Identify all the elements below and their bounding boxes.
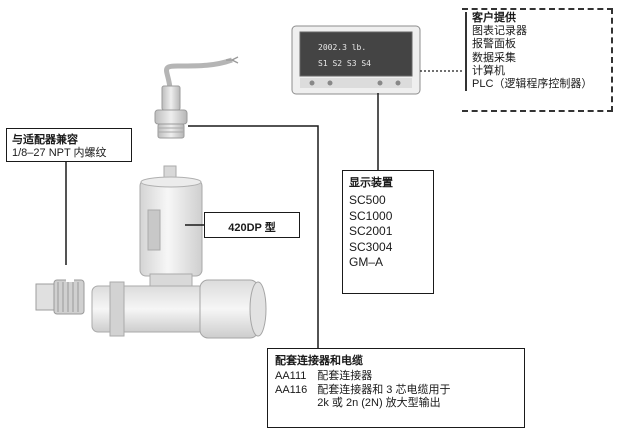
customer-item: 报警面板 [465, 38, 592, 52]
cable-connector [154, 85, 188, 139]
sensor-cable [164, 57, 233, 89]
meter-reading-line2: S1 S2 S3 S4 [318, 59, 371, 68]
connector-cable-box: 配套连接器和电缆 AA111 配套连接器 AA116 配套连接器和 3 芯电缆用… [267, 348, 525, 428]
display-meter: 2002.3 lb. S1 S2 S3 S4 [291, 25, 421, 95]
adapter-compat-box: 与适配器兼容 1/8–27 NPT 内螺纹 [6, 128, 132, 162]
model-label-box: 420DP 型 [204, 212, 300, 238]
customer-item: PLC（逻辑程序控制器） [465, 78, 592, 92]
model-label: 420DP 型 [228, 222, 276, 234]
table-row: AA116 配套连接器和 3 芯电缆用于 2k 或 2n (2N) 放大型输出 [275, 384, 450, 411]
meter-reading-line1: 2002.3 lb. [318, 43, 366, 52]
display-device-item: SC3004 [349, 239, 393, 254]
display-device-item: SC1000 [349, 208, 393, 223]
display-device-item: SC500 [349, 193, 386, 207]
connector-cable-table: AA111 配套连接器 AA116 配套连接器和 3 芯电缆用于 2k 或 2n… [275, 370, 450, 411]
adapter-fitting [35, 262, 85, 315]
display-device-item: SC2001 [349, 224, 393, 238]
flow-pipe [91, 279, 267, 339]
adapter-compat-title: 与适配器兼容 [12, 134, 78, 146]
connector-cable-title: 配套连接器和电缆 [275, 355, 363, 367]
display-device-item: GM–A [349, 255, 384, 269]
display-devices-box: 显示装置 SC500 SC1000 SC2001 SC3004 GM–A [342, 170, 434, 294]
part-code: AA116 [275, 383, 308, 396]
part-desc-line1: 配套连接器和 3 芯电缆用于 [317, 383, 451, 396]
part-desc: 配套连接器 [317, 370, 373, 382]
display-devices-title: 显示装置 [349, 177, 393, 189]
part-desc: 配套连接器和 3 芯电缆用于 2k 或 2n (2N) 放大型输出 [317, 384, 450, 411]
customer-supplied-frame [462, 8, 613, 112]
table-row: AA111 配套连接器 [275, 370, 450, 384]
customer-supplied-title: 客户提供 [465, 12, 592, 26]
customer-item: 数据采集 [465, 51, 592, 65]
customer-supplied-list: 客户提供 图表记录器 报警面板 数据采集 计算机 PLC（逻辑程序控制器） [465, 12, 592, 92]
adapter-compat-text: 1/8–27 NPT 内螺纹 [12, 147, 107, 159]
line-connector-to-cable-box [188, 125, 319, 348]
part-code: AA111 [275, 370, 307, 382]
customer-item: 图表记录器 [465, 25, 592, 39]
transducer-body [139, 165, 203, 287]
customer-item: 计算机 [465, 64, 592, 79]
part-desc-line2: 2k 或 2n (2N) 放大型输出 [317, 397, 441, 409]
